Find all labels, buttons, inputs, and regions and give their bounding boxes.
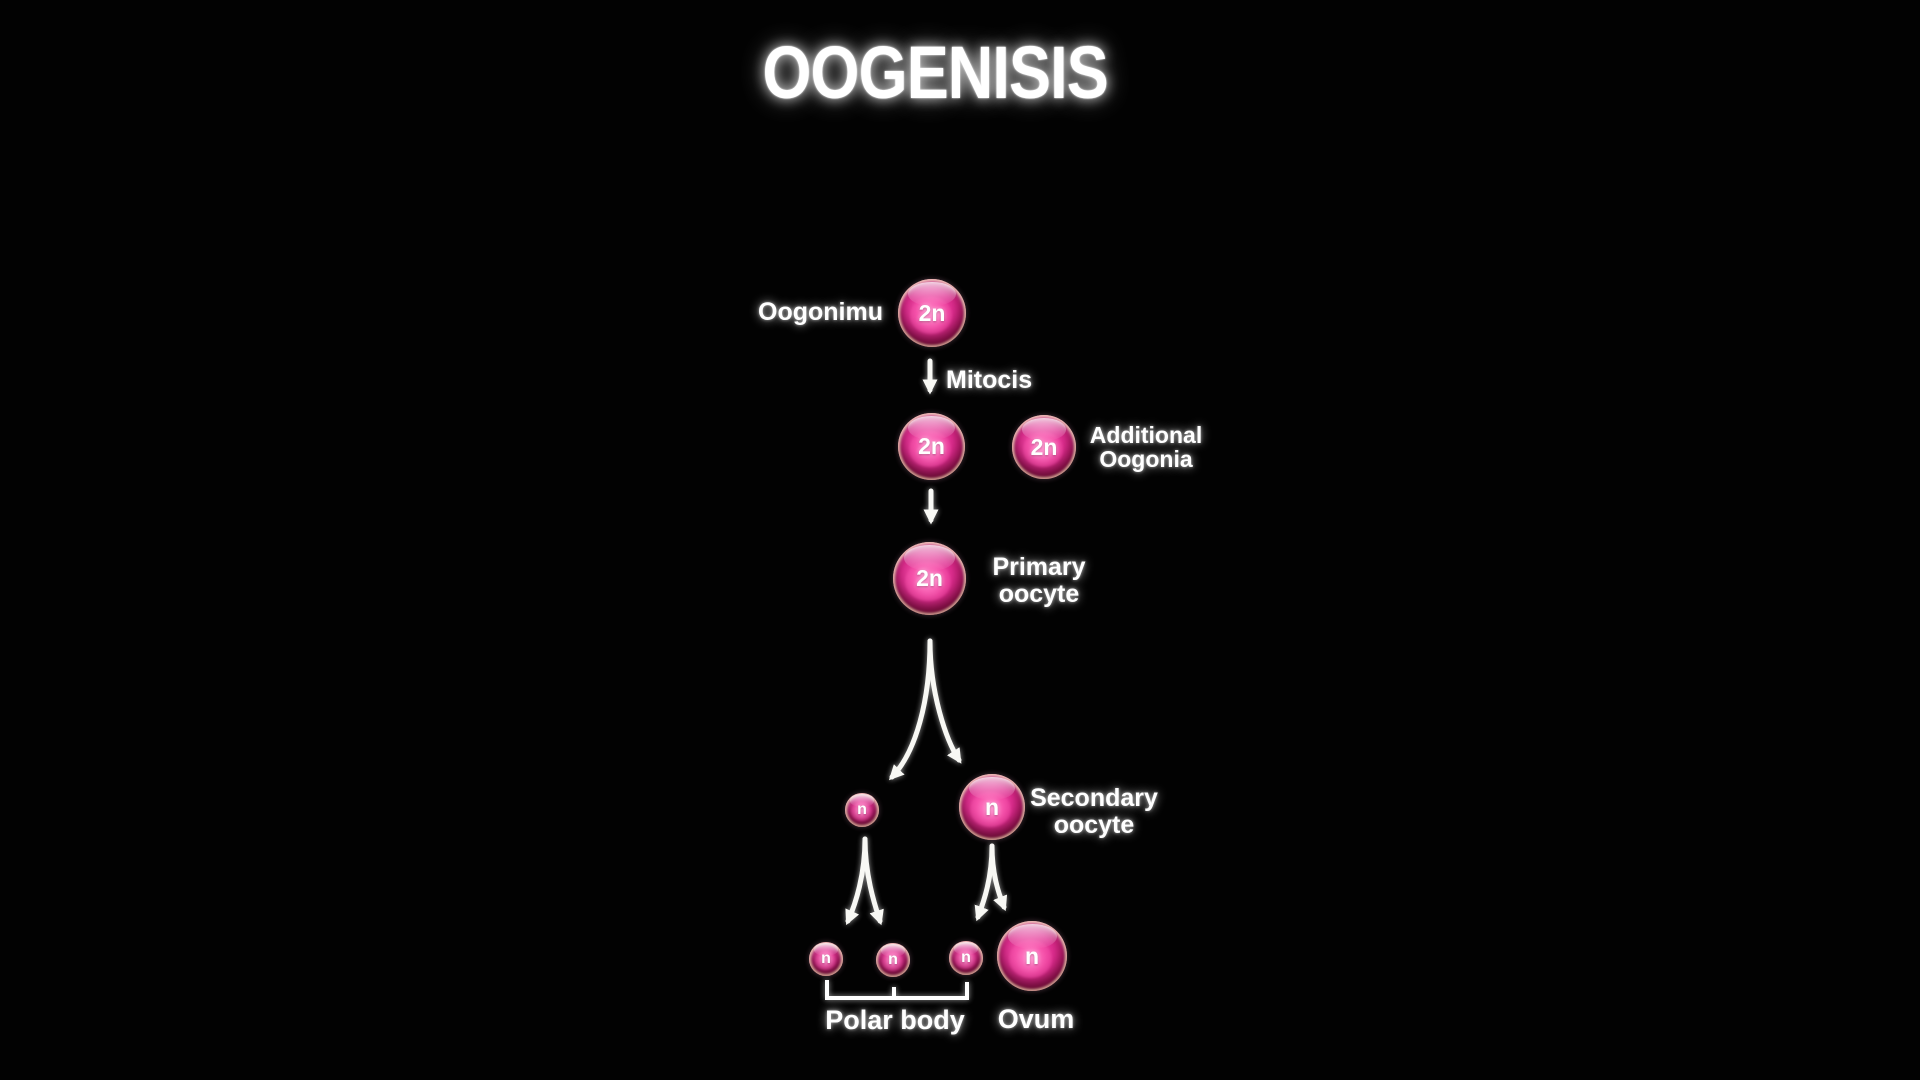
secondary-oocyte-label-line1: Secondary bbox=[1030, 784, 1158, 812]
oogonium-ploidy: 2n bbox=[918, 299, 946, 326]
primary-oocyte-label-line2: oocyte bbox=[998, 579, 1080, 608]
additional-oogonia-ploidy: 2n bbox=[1030, 433, 1058, 460]
secondary-oocyte-ploidy: n bbox=[984, 793, 1000, 820]
mitosis-label: Mitocis bbox=[946, 366, 1033, 394]
cell-polar-body-3: n bbox=[949, 941, 983, 975]
primary-oocyte-ploidy: 2n bbox=[916, 565, 943, 591]
polar-body-bracket bbox=[825, 980, 969, 1000]
arrow-group bbox=[845, 358, 1008, 926]
polar-body-3-ploidy: n bbox=[961, 949, 971, 966]
additional-oogonia-label-line1: Additional bbox=[1089, 422, 1203, 448]
additional-oogonia-label-line2: Oogonia bbox=[1099, 446, 1193, 473]
primary-oocyte-label-line1: Primary bbox=[992, 553, 1086, 581]
oogonia-left-ploidy: 2n bbox=[918, 433, 945, 459]
cell-secondary-oocyte: n bbox=[959, 774, 1025, 840]
cell-ovum: n bbox=[997, 921, 1067, 991]
meiosis2-left-fork-right-arrow bbox=[862, 836, 884, 926]
polar-body-1-ploidy: n bbox=[821, 950, 831, 967]
cell-first-polar-body: n bbox=[845, 793, 879, 827]
page-title: OOGENISIS bbox=[635, 30, 1235, 115]
cell-primary-oocyte: 2n bbox=[893, 542, 966, 615]
meiosis2-left-fork-left-arrow bbox=[845, 836, 868, 926]
primary-oocyte-label: Primary oocyte bbox=[992, 554, 1085, 607]
ovum-label: Ovum bbox=[997, 1004, 1075, 1034]
cell-polar-body-1: n bbox=[809, 942, 843, 976]
cell-additional-oogonia: 2n bbox=[1012, 415, 1076, 479]
polar-body-2-ploidy: n bbox=[888, 951, 898, 968]
secondary-oocyte-label: Secondary oocyte bbox=[1030, 785, 1158, 838]
secondary-oocyte-label-line2: oocyte bbox=[1053, 810, 1135, 839]
polar-body-label: Polar body bbox=[825, 1005, 965, 1035]
meiosis1-fork-right-arrow bbox=[927, 638, 962, 764]
cell-oogonia-left: 2n bbox=[898, 413, 965, 480]
cell-polar-body-2: n bbox=[876, 943, 910, 977]
meiosis1-fork-left-arrow bbox=[888, 638, 933, 781]
first-polar-body-ploidy: n bbox=[857, 801, 867, 818]
additional-oogonia-label: Additional Oogonia bbox=[1090, 423, 1202, 472]
oogonium-label: Oogonimu bbox=[758, 298, 883, 326]
cell-oogonium: 2n bbox=[898, 279, 966, 347]
page-title-text: OOGENISIS bbox=[762, 31, 1108, 114]
meiosis2-right-fork-right-arrow bbox=[989, 843, 1008, 912]
ovum-ploidy: n bbox=[1024, 942, 1040, 969]
